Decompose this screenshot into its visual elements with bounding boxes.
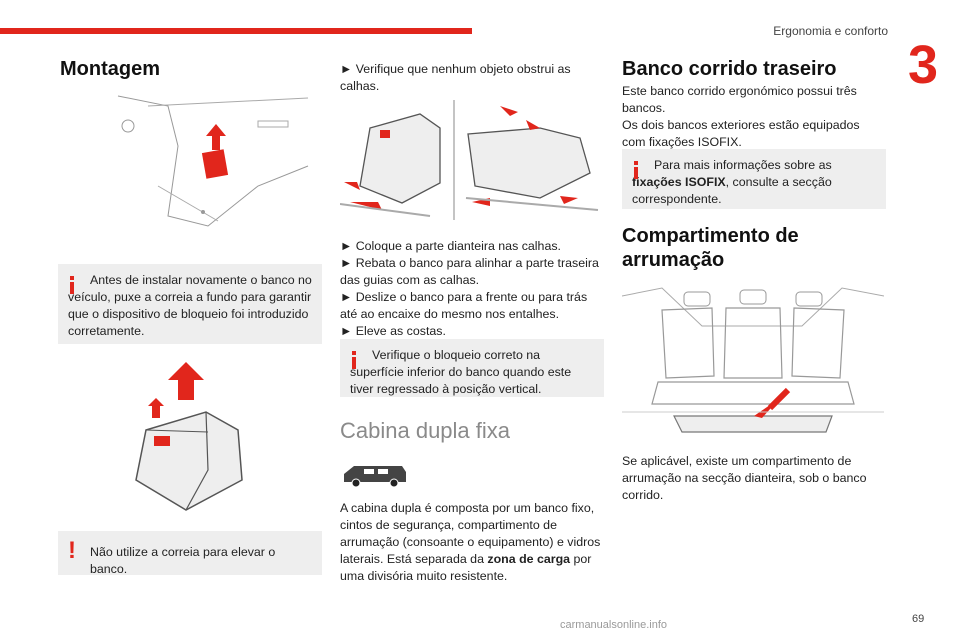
info-icon — [70, 276, 74, 294]
section-title-arrumacao: Compartimento de arrumação — [622, 225, 799, 271]
chapter-number: 3 — [907, 35, 939, 95]
warning-icon: ! — [68, 537, 76, 564]
info-box-lock-check: Verifique o bloqueio correto na superfíc… — [340, 339, 604, 397]
figure-seat-strap — [117, 95, 309, 227]
section-title-cabina: Cabina dupla fixa — [340, 418, 511, 443]
step-slide: ► Deslize o banco para a frente ou para … — [340, 290, 588, 321]
header-title: Ergonomia e conforto — [773, 24, 888, 38]
figure-seat-lift — [135, 362, 243, 511]
figure-seat-rails — [340, 100, 599, 220]
step-check-rails: ► Verifique que nenhum objeto obstrui as… — [340, 62, 571, 93]
cabina-paragraph: A cabina dupla é composta por um banco f… — [340, 501, 601, 583]
step-place-front: ► Coloque a parte dianteira nas calhas. — [340, 239, 561, 253]
figure-rear-bench — [622, 287, 884, 433]
footer-watermark: carmanualsonline.info — [560, 619, 668, 631]
section-title-montagem: Montagem — [60, 58, 160, 80]
section-title-banco-corrido: Banco corrido traseiro — [622, 58, 837, 80]
step-tilt: ► Rebata o banco para alinhar a parte tr… — [340, 256, 599, 287]
header-red-bar — [0, 28, 472, 34]
info-box-isofix: Para mais informações sobre as fixações … — [622, 149, 886, 209]
info-icon — [352, 351, 356, 369]
banco-paragraph: Este banco corrido ergonómico possui trê… — [622, 84, 860, 149]
page-number: 69 — [912, 613, 925, 625]
info-icon — [634, 161, 638, 179]
warning-box-strap: ! Não utilize a correia para elevar o ba… — [58, 531, 322, 576]
arrumacao-paragraph: Se aplicável, existe um compartimento de… — [622, 454, 867, 502]
step-list: ► Coloque a parte dianteira nas calhas. … — [340, 238, 602, 340]
info-box-reinstall: Antes de instalar novamente o banco no v… — [58, 264, 322, 344]
van-icon — [344, 466, 406, 488]
step-raise: ► Eleve as costas. — [340, 324, 446, 338]
